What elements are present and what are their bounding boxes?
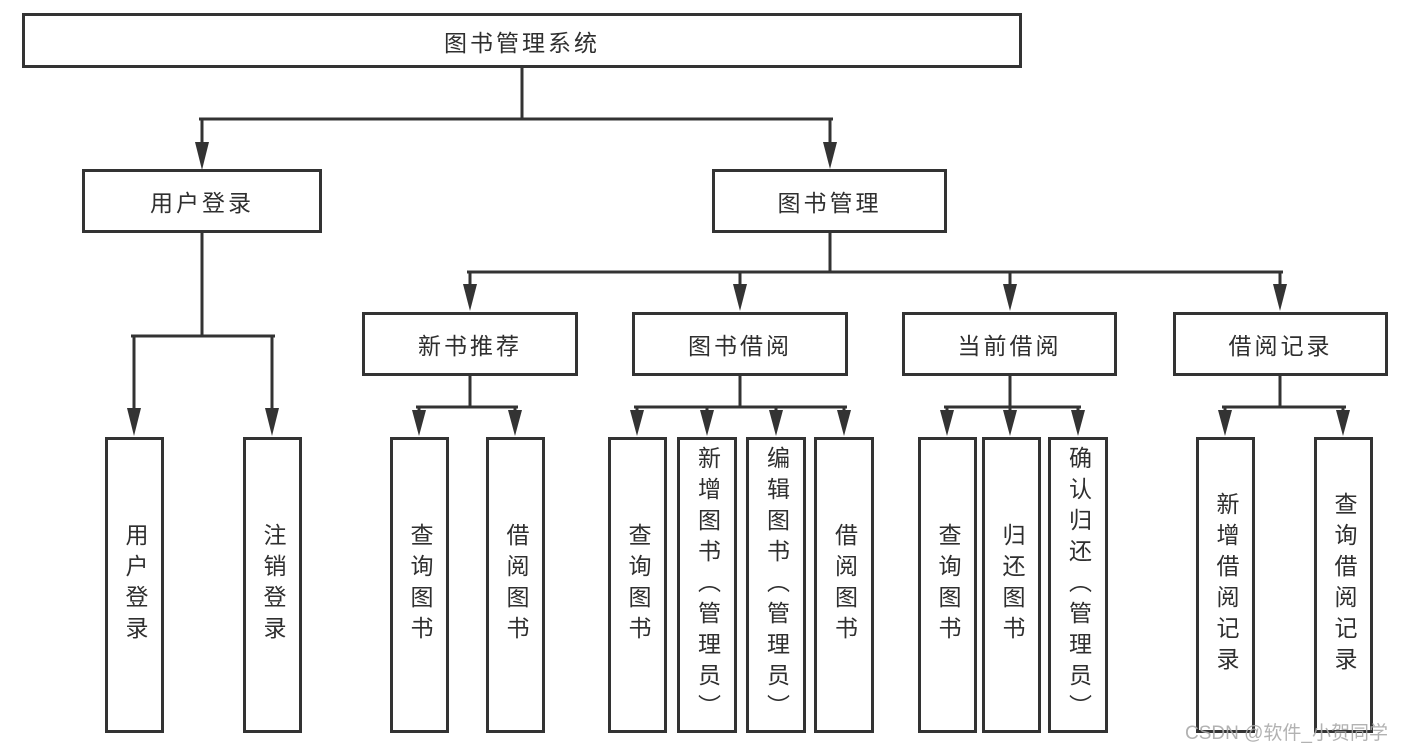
node-logout: 注销登录 bbox=[243, 437, 302, 733]
node-current-borrow: 当前借阅 bbox=[902, 312, 1117, 376]
edges-borrow-records bbox=[1218, 374, 1350, 436]
node-root: 图书管理系统 bbox=[22, 13, 1022, 68]
node-query-borrow-record: 查询借阅记录 bbox=[1314, 437, 1373, 733]
edges-current-borrow bbox=[940, 374, 1085, 436]
node-confirm-return-admin: 确认归还（管理员） bbox=[1048, 437, 1108, 733]
node-book-management: 图书管理 bbox=[712, 169, 947, 233]
node-borrow-records: 借阅记录 bbox=[1173, 312, 1388, 376]
node-borrow-books-recommend: 借阅图书 bbox=[486, 437, 545, 733]
node-return-books: 归还图书 bbox=[982, 437, 1041, 733]
edges-book-borrow bbox=[630, 374, 851, 436]
watermark: CSDN @软件_小贺同学 bbox=[1185, 723, 1388, 744]
node-add-borrow-record: 新增借阅记录 bbox=[1196, 437, 1255, 733]
node-query-books-current: 查询图书 bbox=[918, 437, 977, 733]
node-query-books-recommend: 查询图书 bbox=[390, 437, 449, 733]
node-user-login: 用户登录 bbox=[82, 169, 322, 233]
node-book-borrow: 图书借阅 bbox=[632, 312, 848, 376]
edges-book-management bbox=[463, 231, 1287, 311]
node-borrow-books: 借阅图书 bbox=[814, 437, 874, 733]
edges-new-book-recommend bbox=[412, 374, 522, 436]
edges-user-login bbox=[127, 231, 279, 436]
node-add-books-admin: 新增图书（管理员） bbox=[677, 437, 737, 733]
node-edit-books-admin: 编辑图书（管理员） bbox=[746, 437, 806, 733]
node-new-book-recommend: 新书推荐 bbox=[362, 312, 578, 376]
node-query-books-borrow: 查询图书 bbox=[608, 437, 667, 733]
node-user-login-leaf: 用户登录 bbox=[105, 437, 164, 733]
edges-root-to-level2 bbox=[195, 66, 837, 170]
